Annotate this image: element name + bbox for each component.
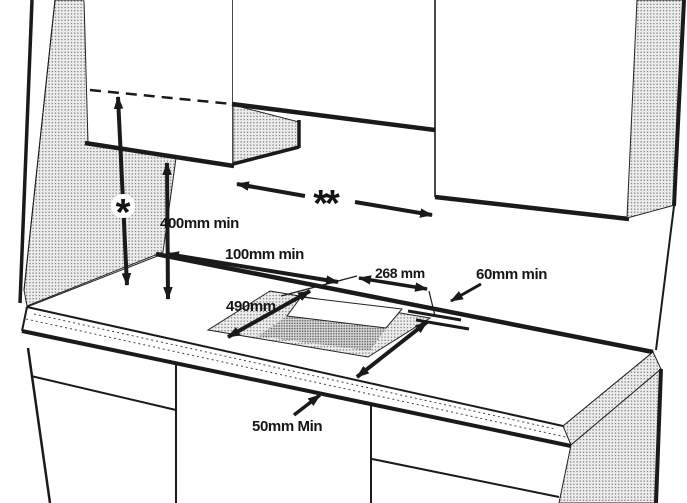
right-upper-cabinet-bottom-edge: [434, 194, 630, 222]
rear-gap-mark-2: [415, 318, 470, 331]
hood-height-symbol-badge: [111, 194, 135, 218]
dimension-niche-width-arrow-right: [354, 200, 434, 218]
left-wall-panel-inner-line: [23, 0, 56, 292]
base-cabinet-end-panel: [558, 367, 662, 503]
countertop-face-contour-line: [25, 318, 567, 438]
dimension-268mm-extension-left: [280, 275, 358, 297]
right-upper-cabinet-side-edge: [672, 0, 686, 207]
rear-gap-mark-1: [407, 309, 462, 322]
countertop-front-top-edge: [26, 306, 564, 427]
leader-60mm-arrow: [450, 282, 482, 303]
left-upper-cabinet-bottom-edge: [84, 140, 235, 169]
dimension-niche-width-arrow-left: [235, 181, 306, 198]
right-wall-edge: [655, 205, 675, 351]
leader-50mm-arrow: [292, 393, 322, 417]
middle-upper-cabinet: [233, 0, 435, 130]
label-60mm-min: 60mm min: [476, 266, 547, 283]
base-cabinet-left-edge: [26, 347, 52, 503]
niche-width-symbol: **: [313, 183, 340, 225]
hood-level-dashed-line: [89, 88, 233, 106]
dimension-268mm-extension-right: [428, 290, 436, 317]
countertop-left-end-edge: [21, 306, 28, 332]
base-cabinet-end-edge: [654, 368, 663, 503]
countertop-front-bottom-edge: [21, 329, 572, 448]
right-upper-cabinet: [435, 0, 637, 218]
label-490mm: 490mm: [226, 298, 276, 315]
dimension-490mm-arrow-left: [227, 289, 311, 339]
hood-height-symbol: *: [116, 192, 131, 234]
label-100mm-min: 100mm min: [225, 246, 304, 263]
dimension-490mm-arrow-right: [355, 320, 429, 379]
countertop-front-face: [22, 307, 571, 446]
base-cabinet-drawer-line-left: [30, 375, 177, 411]
middle-upper-cabinet-underside-bottom: [232, 145, 300, 166]
countertop-surface-contour-line: [33, 313, 556, 430]
dimension-100mm-arrow: [165, 251, 340, 285]
base-cabinet-drawer-line-right: [371, 458, 560, 498]
left-wall-panel-edge: [18, 0, 34, 304]
dimension-hood-height-arrow: [113, 95, 132, 287]
middle-upper-cabinet-bottom-edge: [231, 101, 436, 133]
label-400mm-min: 400mm min: [160, 215, 239, 232]
label-50mm-min: 50mm Min: [252, 418, 322, 435]
label-268mm: 268 mm: [375, 265, 425, 281]
dimension-268mm-arrow: [357, 275, 429, 292]
